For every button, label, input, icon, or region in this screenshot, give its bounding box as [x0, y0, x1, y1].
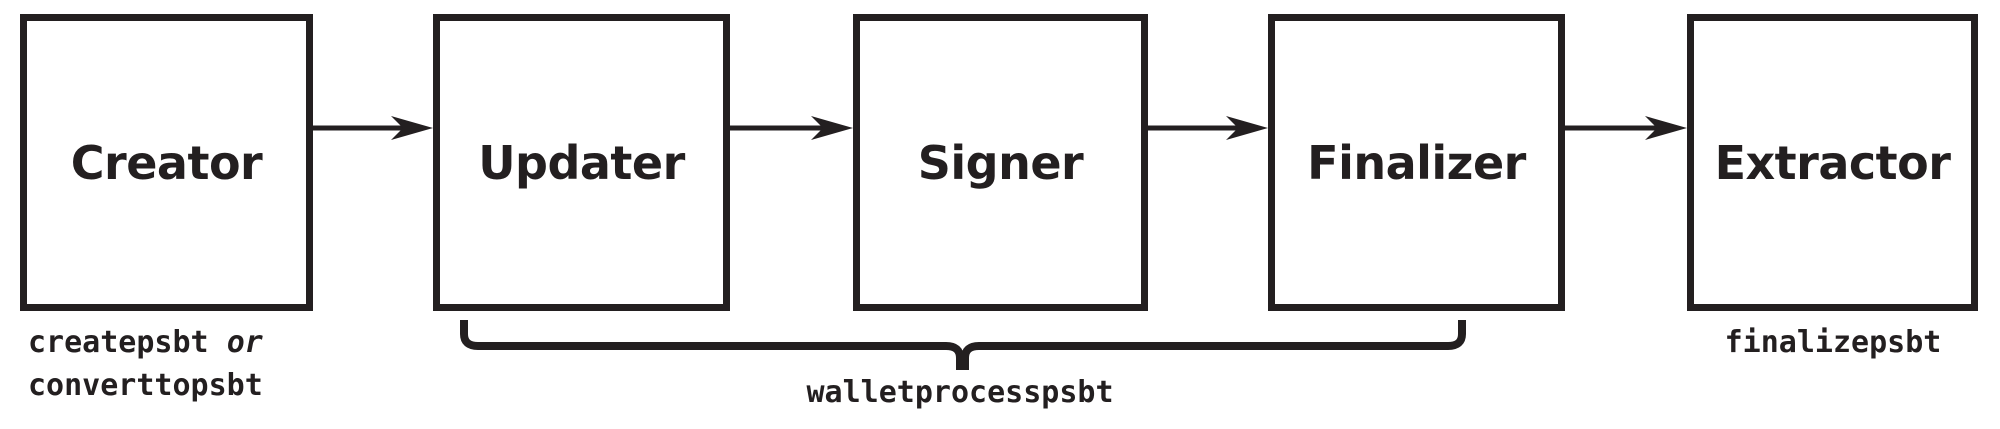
- stage-label-updater: Updater: [478, 135, 685, 190]
- stage-label-signer: Signer: [917, 135, 1084, 190]
- stage-box-finalizer: Finalizer: [1268, 14, 1565, 311]
- stage-label-creator: Creator: [70, 135, 263, 190]
- stage-box-signer: Signer: [853, 14, 1148, 311]
- arrow-finalizer-to-extractor-icon: [1565, 112, 1687, 144]
- command-label-creator: createpsbt or converttopsbt: [28, 322, 263, 407]
- arrow-signer-to-finalizer-icon: [1148, 112, 1268, 144]
- arrow-creator-to-updater-icon: [313, 112, 433, 144]
- arrow-updater-to-signer-icon: [730, 112, 853, 144]
- command-label-walletprocesspsbt: walletprocesspsbt: [806, 375, 1114, 410]
- stage-label-finalizer: Finalizer: [1307, 135, 1526, 190]
- command-conjunction-or: or: [226, 325, 263, 360]
- stage-box-updater: Updater: [433, 14, 730, 311]
- command-converttopsbt: converttopsbt: [28, 367, 263, 403]
- stage-label-extractor: Extractor: [1714, 135, 1951, 190]
- stage-box-extractor: Extractor: [1687, 14, 1978, 311]
- command-label-extractor: finalizepsbt: [1724, 325, 1942, 360]
- stage-box-creator: Creator: [20, 14, 313, 311]
- command-label-creator-line1: createpsbt or: [28, 322, 263, 365]
- brace-updater-to-finalizer-icon: [460, 316, 1470, 370]
- command-createpsbt: createpsbt: [28, 325, 209, 360]
